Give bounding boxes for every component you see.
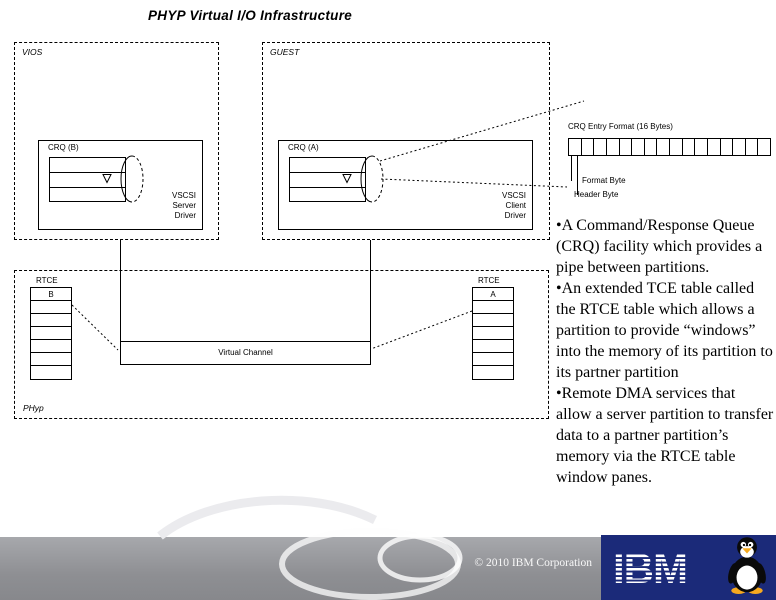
byte-cell (670, 139, 683, 155)
header-byte-label: Header Byte (574, 190, 619, 199)
vios-label: VIOS (22, 47, 43, 57)
crq-a-box: CRQ (A) VSCSI Client Driver (278, 140, 533, 230)
rtce-cell (31, 314, 71, 327)
vscsi-server-driver-label: VSCSI Server Driver (171, 191, 196, 220)
notes-text: •A Command/Response Queue (CRQ) facility… (556, 215, 774, 488)
byte-cell (657, 139, 670, 155)
byte-cell (632, 139, 645, 155)
rtce-cell (31, 340, 71, 353)
rtce-left-table: B (30, 287, 72, 380)
rtce-cell (473, 353, 513, 366)
note-bullet-rdma: •Remote DMA services that allow a server… (556, 385, 774, 486)
phyp-label: PHyp (23, 403, 44, 413)
page-title: PHYP Virtual I/O Infrastructure (148, 8, 353, 23)
rtce-cell (473, 301, 513, 314)
byte-cell (733, 139, 746, 155)
crq-b-queue-diagram (49, 155, 144, 203)
rtce-cell (31, 353, 71, 366)
rtce-cell (473, 314, 513, 327)
copyright-text: © 2010 IBM Corporation (474, 557, 592, 569)
crq-entry-format-title: CRQ Entry Format (16 Bytes) (568, 122, 673, 131)
rtce-left-label: RTCE (36, 276, 58, 285)
byte-cell (708, 139, 721, 155)
ibm-footer-panel: IBM (601, 535, 776, 600)
note-bullet-rtce: •An extended TCE table called the RTCE t… (556, 280, 773, 381)
rtce-cell (473, 327, 513, 340)
crq-a-queue-diagram (289, 155, 384, 203)
byte-cell (683, 139, 696, 155)
rtce-cell (31, 301, 71, 314)
ibm-logo: IBM (615, 550, 688, 586)
byte-cell (594, 139, 607, 155)
byte-cell (746, 139, 759, 155)
rtce-cell (473, 340, 513, 353)
crq-b-box: CRQ (B) VSCSI Server Driver (38, 140, 203, 230)
rtce-cell (473, 366, 513, 379)
note-bullet-crq: •A Command/Response Queue (CRQ) facility… (556, 217, 763, 276)
rtce-left: RTCE B (30, 276, 72, 380)
byte-cell (645, 139, 658, 155)
rtce-right: RTCE A (472, 276, 514, 380)
byte-cell (607, 139, 620, 155)
rtce-cell (31, 366, 71, 379)
format-byte-label: Format Byte (582, 176, 626, 185)
byte-cell (620, 139, 633, 155)
rtce-right-label: RTCE (478, 276, 500, 285)
crq-b-label: CRQ (B) (48, 143, 79, 152)
rtce-cell (31, 327, 71, 340)
byte-cell (569, 139, 582, 155)
rtce-cell: A (473, 288, 513, 301)
byte-cell (695, 139, 708, 155)
crq-a-label: CRQ (A) (288, 143, 319, 152)
guest-label: GUEST (270, 47, 300, 57)
virtual-channel-box: Virtual Channel (120, 341, 371, 365)
vios-partition-box: VIOS (14, 42, 219, 240)
byte-cell (582, 139, 595, 155)
phyp-box: PHyp (14, 270, 549, 419)
crq-entry-format-cells (568, 138, 771, 156)
vscsi-client-driver-label: VSCSI Client Driver (501, 191, 526, 220)
rtce-right-table: A (472, 287, 514, 380)
byte-cell (721, 139, 734, 155)
ibm-logo-text: IBM (615, 550, 687, 586)
rtce-cell: B (31, 288, 71, 301)
tux-penguin-logo (728, 537, 766, 594)
byte-cell (758, 139, 770, 155)
